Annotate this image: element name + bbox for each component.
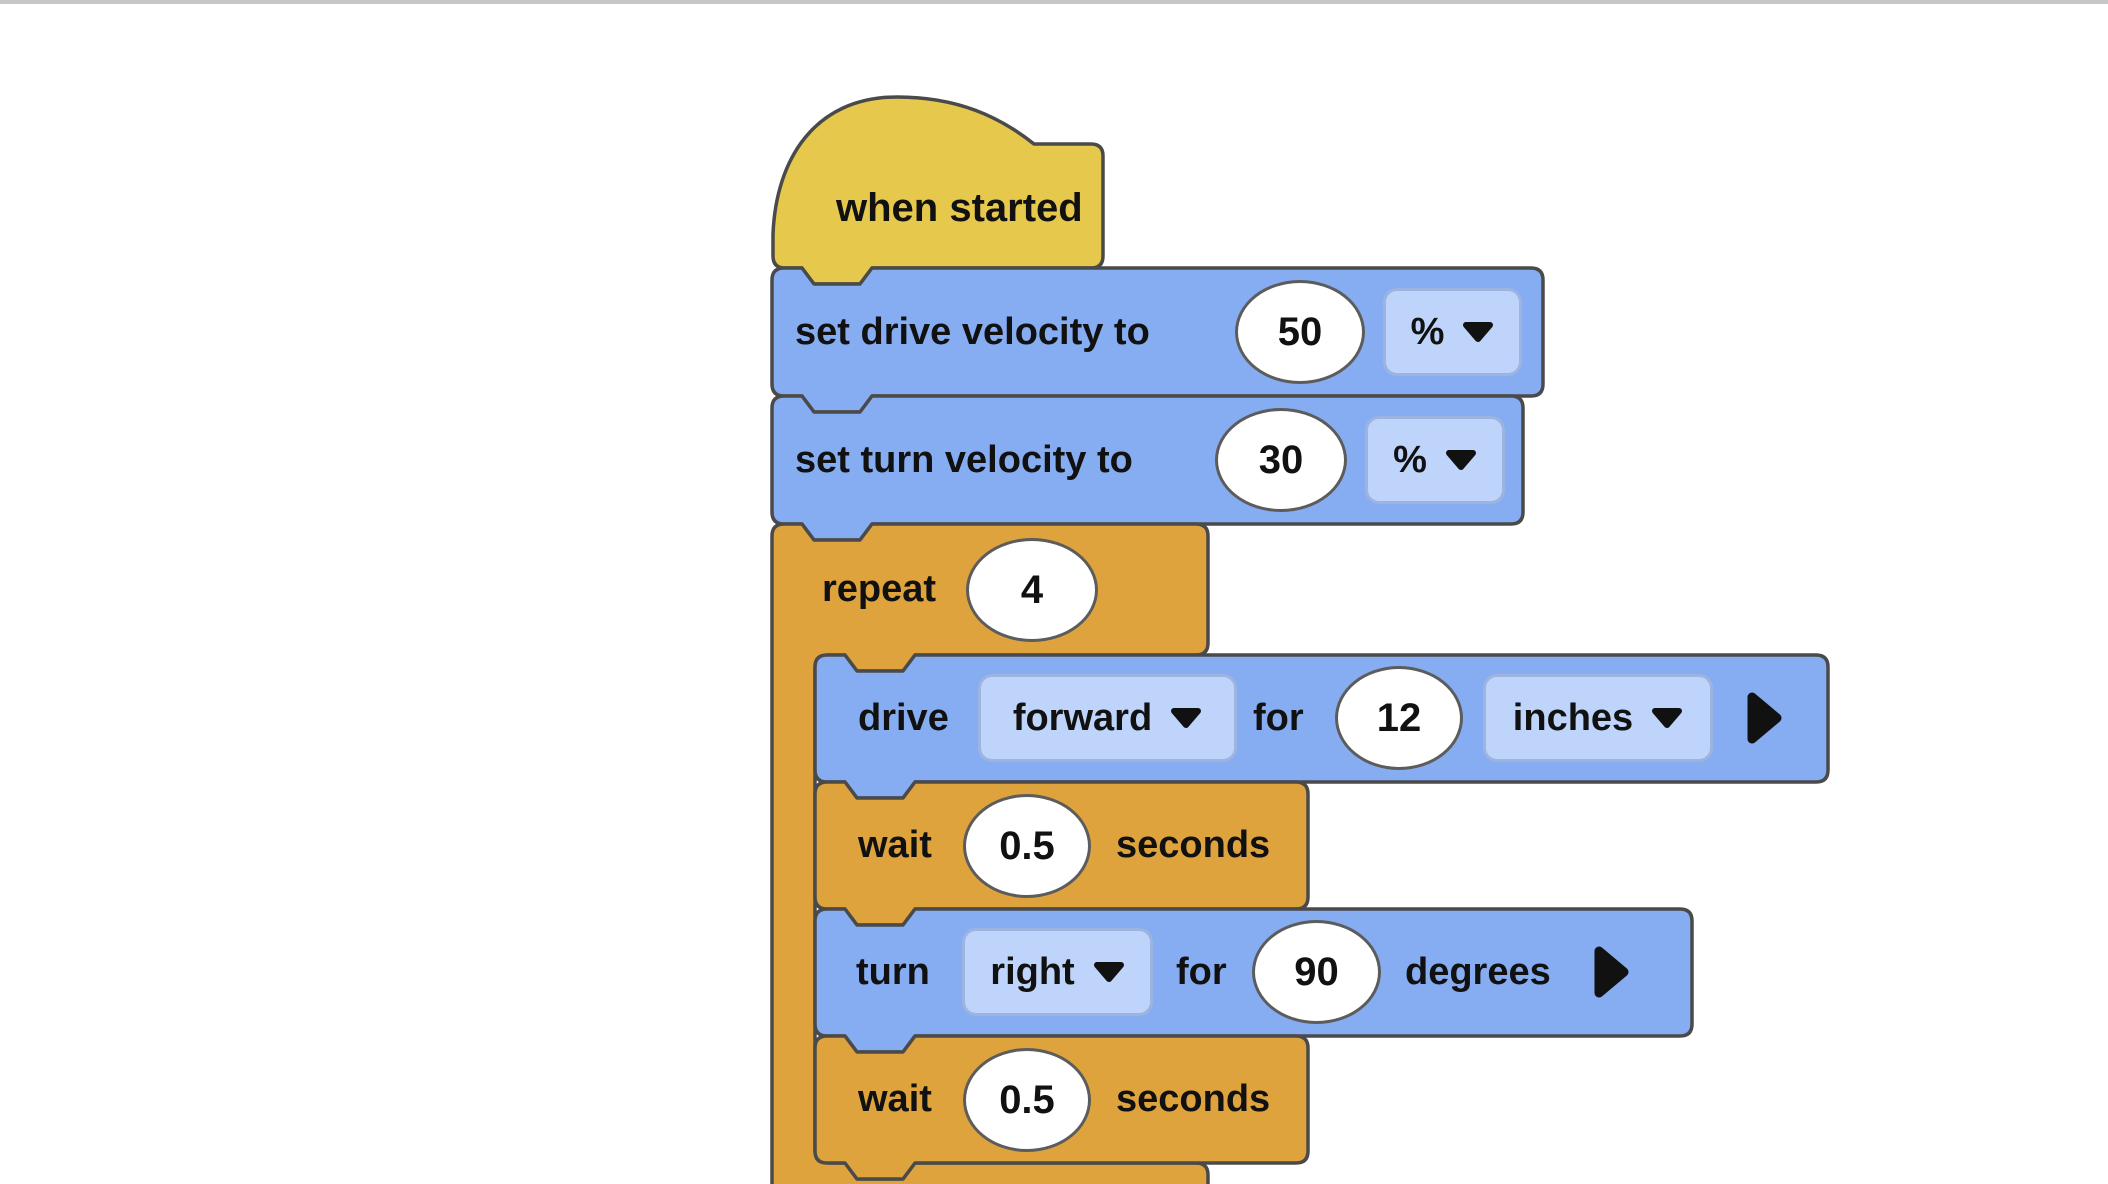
drive-label: drive <box>858 697 949 739</box>
drive-for-label: for <box>1253 697 1304 739</box>
caret-down-icon <box>1463 322 1494 342</box>
wait-2-label: wait <box>858 1078 932 1120</box>
turn-velocity-unit-dropdown[interactable]: % <box>1365 416 1505 504</box>
drive-velocity-value: 50 <box>1277 309 1323 354</box>
drive-velocity-input[interactable]: 50 <box>1235 280 1365 384</box>
drive-direction-value: forward <box>1012 696 1153 739</box>
wait-1-duration-value: 0.5 <box>999 823 1055 868</box>
turn-angle-input[interactable]: 90 <box>1252 920 1381 1024</box>
caret-down-icon <box>1171 708 1202 728</box>
expand-arrow-icon[interactable] <box>1746 692 1782 744</box>
turn-direction-dropdown[interactable]: right <box>962 928 1153 1016</box>
repeat-count-input[interactable]: 4 <box>966 538 1098 642</box>
turn-velocity-value: 30 <box>1258 437 1304 482</box>
wait-2-duration-value: 0.5 <box>999 1077 1055 1122</box>
wait-2-unit-label: seconds <box>1116 1078 1271 1120</box>
wait-1-duration-input[interactable]: 0.5 <box>963 794 1091 898</box>
drive-direction-dropdown[interactable]: forward <box>978 674 1237 762</box>
caret-down-icon <box>1652 708 1683 728</box>
caret-down-icon <box>1093 962 1124 982</box>
when-started-label: when started <box>836 186 1083 230</box>
drive-unit-value: inches <box>1512 696 1634 739</box>
drive-unit-dropdown[interactable]: inches <box>1483 674 1713 762</box>
set-turn-velocity-label: set turn velocity to <box>795 439 1133 481</box>
top-divider <box>0 0 2108 4</box>
drive-velocity-unit-dropdown[interactable]: % <box>1383 288 1522 376</box>
turn-unit-label: degrees <box>1405 951 1551 993</box>
drive-distance-input[interactable]: 12 <box>1335 666 1463 770</box>
turn-velocity-input[interactable]: 30 <box>1215 408 1347 512</box>
wait-1-unit-label: seconds <box>1116 824 1271 866</box>
repeat-label: repeat <box>822 568 937 610</box>
drive-velocity-unit: % <box>1410 310 1445 353</box>
set-drive-velocity-label: set drive velocity to <box>795 311 1150 353</box>
drive-distance-value: 12 <box>1376 695 1422 740</box>
turn-angle-value: 90 <box>1294 949 1339 994</box>
expand-arrow-icon[interactable] <box>1593 946 1629 998</box>
turn-label: turn <box>856 951 930 993</box>
repeat-count-value: 4 <box>1020 567 1044 612</box>
turn-direction-value: right <box>990 950 1075 993</box>
turn-for-label: for <box>1176 951 1227 993</box>
wait-2-duration-input[interactable]: 0.5 <box>963 1048 1091 1152</box>
caret-down-icon <box>1445 450 1476 470</box>
wait-1-label: wait <box>858 824 932 866</box>
turn-velocity-unit: % <box>1393 438 1427 481</box>
